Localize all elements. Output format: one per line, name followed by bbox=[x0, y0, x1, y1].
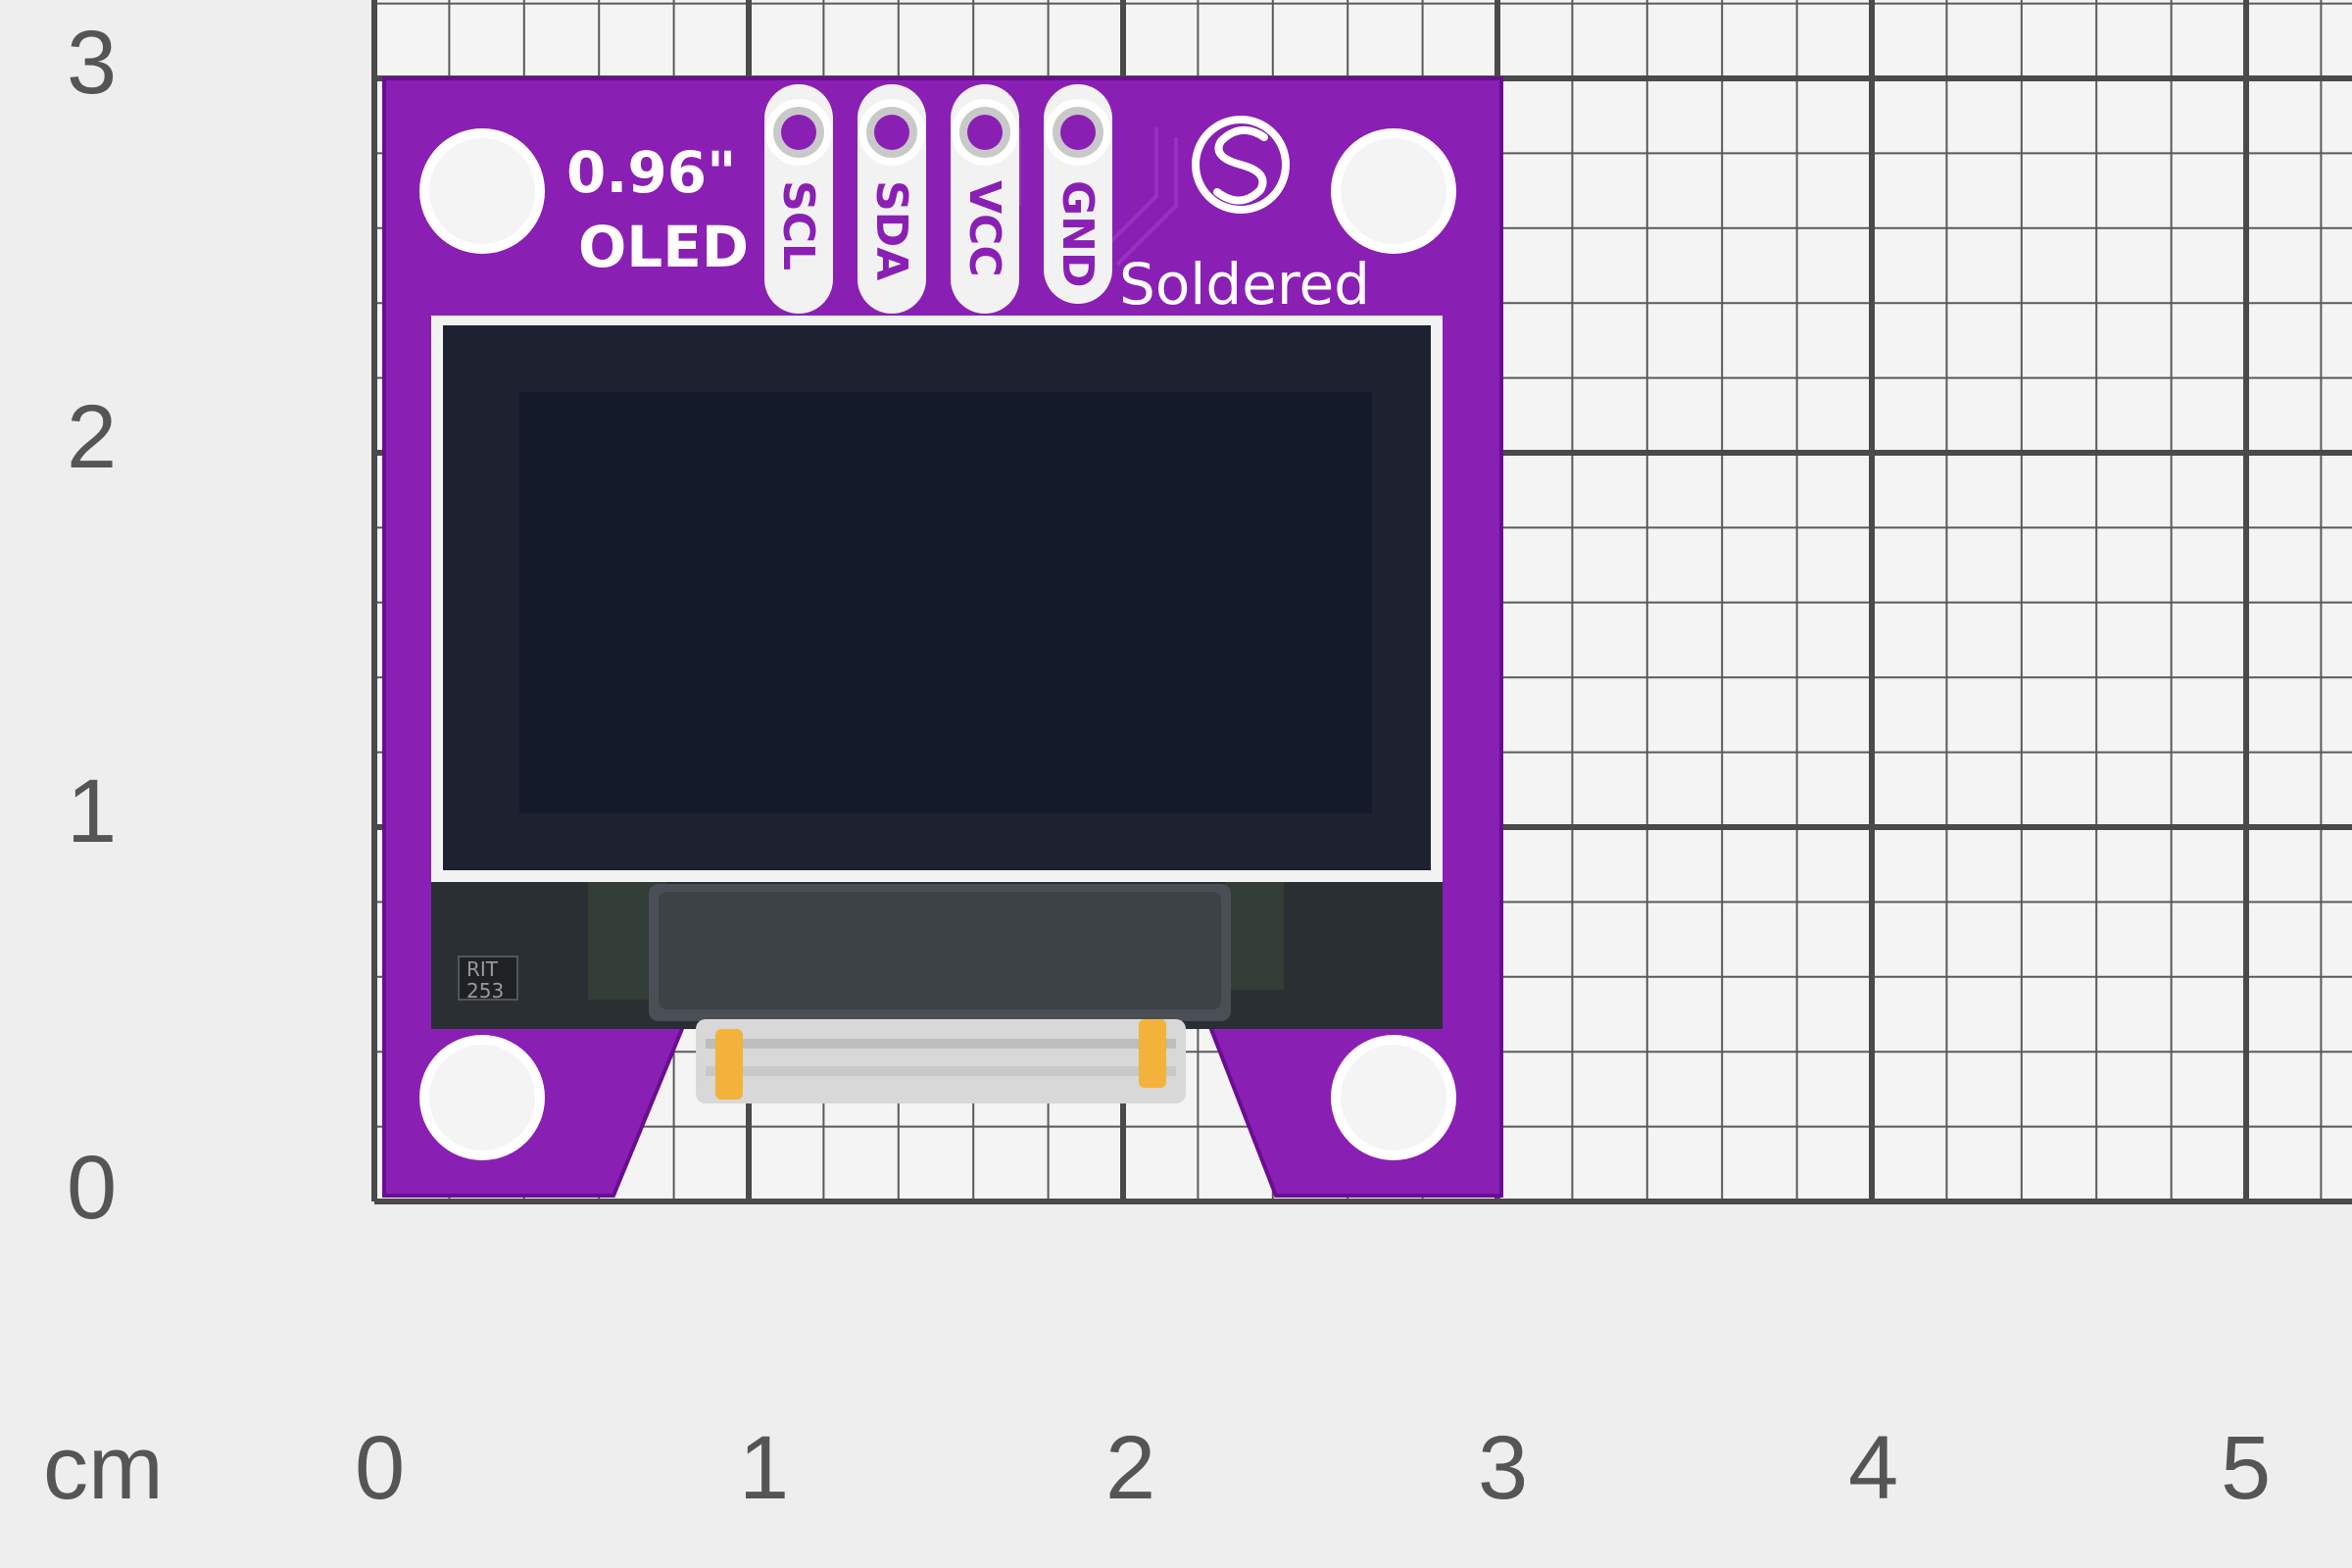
chip-marking-line2: 253 bbox=[466, 979, 504, 1003]
mounting-hole-top-left bbox=[419, 128, 545, 254]
mounting-hole-top-right bbox=[1331, 128, 1456, 254]
y-tick-3: 3 bbox=[67, 13, 118, 113]
mounting-hole-bottom-left bbox=[419, 1035, 545, 1160]
x-tick-1: 1 bbox=[739, 1418, 790, 1518]
size-label-line2: OLED bbox=[578, 214, 749, 280]
x-tick-2: 2 bbox=[1105, 1418, 1156, 1518]
x-tick-3: 3 bbox=[1478, 1418, 1529, 1518]
pin-scl: SCL bbox=[764, 84, 833, 314]
pin-header: SCL SDA VCC GND bbox=[764, 84, 1112, 314]
chip-marking-line1: RIT bbox=[466, 957, 499, 981]
unit-label: cm bbox=[43, 1418, 164, 1518]
size-label-line1: 0.96" bbox=[566, 139, 736, 206]
y-tick-2: 2 bbox=[67, 387, 118, 487]
x-tick-4: 4 bbox=[1848, 1418, 1899, 1518]
pin-label-sda: SDA bbox=[866, 180, 916, 280]
pin-label-scl: SCL bbox=[773, 180, 823, 270]
pin-label-gnd: GND bbox=[1053, 180, 1102, 287]
soldered-logo-icon bbox=[1192, 116, 1290, 214]
y-tick-0: 0 bbox=[67, 1138, 118, 1238]
pin-label-vcc: VCC bbox=[959, 180, 1009, 277]
pin-gnd: GND bbox=[1044, 84, 1112, 304]
x-tick-0: 0 bbox=[355, 1418, 406, 1518]
y-tick-1: 1 bbox=[67, 761, 118, 861]
pin-vcc: VCC bbox=[951, 84, 1019, 314]
brand-label: Soldered bbox=[1119, 251, 1370, 318]
x-tick-5: 5 bbox=[2221, 1418, 2272, 1518]
flex-connector: RIT 253 bbox=[431, 882, 1443, 1103]
pin-sda: SDA bbox=[858, 84, 926, 314]
oled-screen bbox=[431, 316, 1443, 882]
oled-module-board: 0.96" OLED SCL SDA VCC bbox=[382, 76, 1503, 1198]
mounting-hole-bottom-right bbox=[1331, 1035, 1456, 1160]
